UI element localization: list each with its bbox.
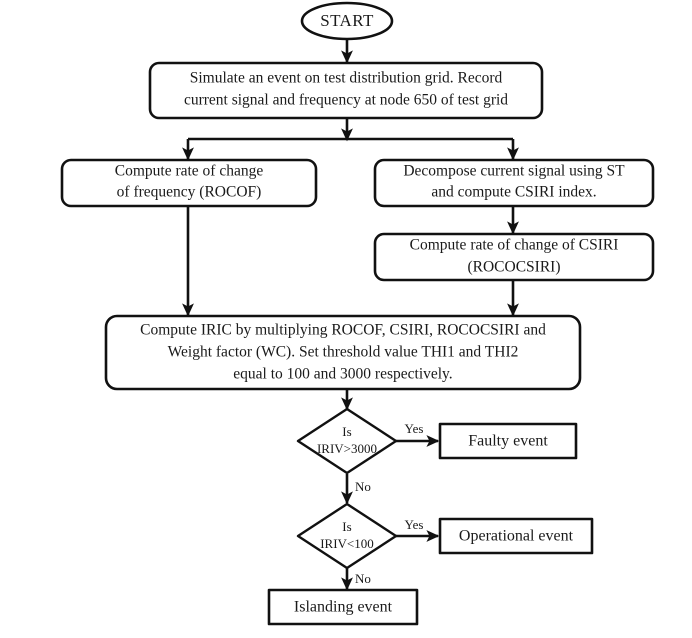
node-decompose-line2: and compute CSIRI index. xyxy=(431,184,596,201)
node-decision1-line2: IRIV>3000 xyxy=(317,441,377,456)
node-faulty-event[interactable] xyxy=(438,422,578,460)
node-simulate-line1: Simulate an event on test distribution g… xyxy=(190,70,503,87)
node-decision1-line1: Is xyxy=(342,424,351,439)
node-iric-line1: Compute IRIC by multiplying ROCOF, CSIRI… xyxy=(140,322,546,339)
node-iric-line3: equal to 100 and 3000 respectively. xyxy=(233,366,452,383)
node-rocof-line1: Compute rate of change xyxy=(115,163,264,180)
node-start[interactable] xyxy=(300,1,394,41)
node-simulate-line2: current signal and frequency at node 650… xyxy=(184,92,508,109)
node-iric-line2: Weight factor (WC). Set threshold value … xyxy=(168,344,519,361)
node-islanding-event[interactable] xyxy=(267,588,419,626)
node-rocof[interactable] xyxy=(60,158,318,208)
node-rocof-line2: of frequency (ROCOF) xyxy=(117,184,262,201)
node-decision2-line1: Is xyxy=(342,519,351,534)
node-rococsiri-line1: Compute rate of change of CSIRI xyxy=(410,237,619,254)
node-faulty-event-label: Faulty event xyxy=(468,433,548,450)
node-rococsiri[interactable] xyxy=(373,232,655,282)
node-operational-event-label: Operational event xyxy=(459,528,574,545)
edge-label-decision2-yes: Yes xyxy=(405,517,424,532)
node-rococsiri-line2: (ROCOCSIRI) xyxy=(467,259,560,276)
node-operational-event[interactable] xyxy=(438,517,594,555)
node-simulate[interactable] xyxy=(148,61,544,120)
edge-label-decision1-no: No xyxy=(355,479,371,494)
node-decision-iriv-lt-100[interactable] xyxy=(296,502,398,570)
edge-label-decision2-no: No xyxy=(355,571,371,586)
node-decompose[interactable] xyxy=(373,158,655,208)
node-iric[interactable] xyxy=(104,314,582,391)
node-start-label: START xyxy=(320,11,374,30)
node-islanding-event-label: Islanding event xyxy=(294,599,393,616)
node-decision2-line2: IRIV<100 xyxy=(320,536,374,551)
node-decision-iriv-gt-3000[interactable] xyxy=(296,407,398,475)
edge-label-decision1-yes: Yes xyxy=(405,421,424,436)
node-decompose-line1: Decompose current signal using ST xyxy=(403,163,625,180)
